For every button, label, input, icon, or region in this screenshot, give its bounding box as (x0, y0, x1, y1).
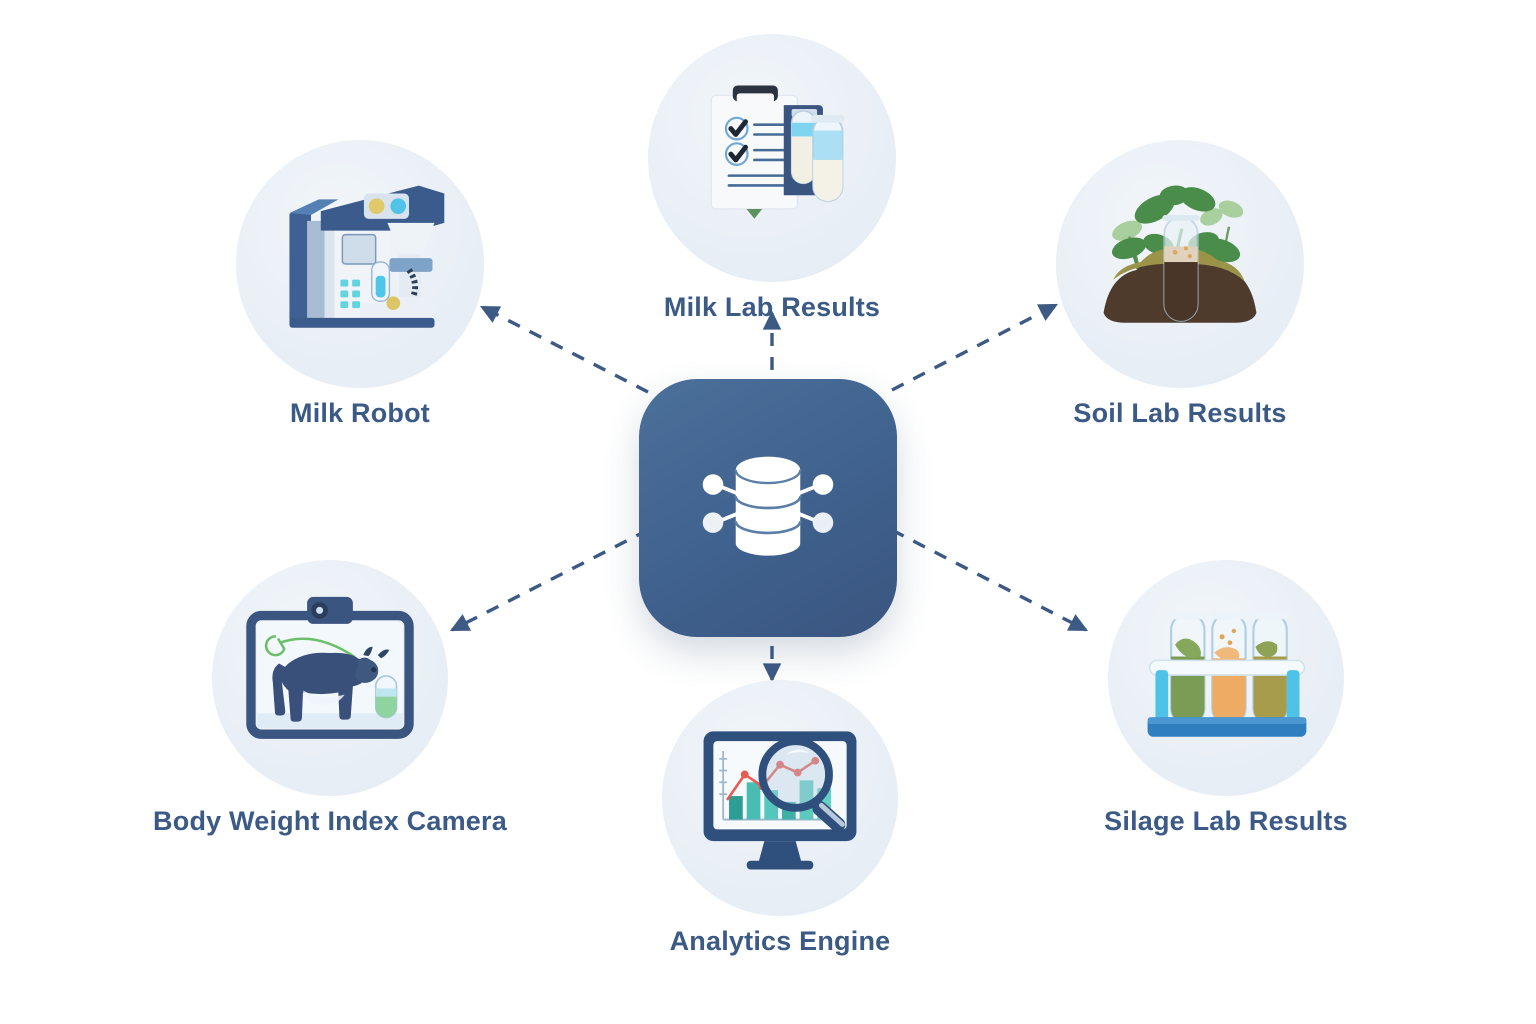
silage-lab-results-circle (1108, 560, 1344, 796)
node-milk-lab-results[interactable]: Milk Lab Results (562, 34, 982, 323)
node-milk-robot[interactable]: Milk Robot (150, 140, 570, 429)
test-tube-rack-icon (1147, 611, 1307, 737)
node-label-milk-robot: Milk Robot (290, 398, 430, 428)
milk-lab-results-circle (648, 34, 896, 282)
analytics-engine-circle (662, 680, 898, 916)
soil-plants-test-tube-icon (1103, 185, 1257, 323)
node-label-soil-lab-results: Soil Lab Results (1073, 398, 1287, 428)
node-label-milk-lab-results: Milk Lab Results (663, 292, 881, 322)
milk-robot-icon (289, 185, 445, 328)
central-database-node[interactable] (639, 379, 897, 637)
cow-camera-icon (246, 596, 414, 739)
node-label-silage-lab-results: Silage Lab Results (1104, 806, 1348, 836)
node-body-weight-index-camera[interactable]: Body Weight Index Camera (120, 560, 540, 837)
clipboard-test-tubes-icon (710, 85, 845, 219)
monitor-chart-magnifier-icon (703, 731, 857, 870)
soil-lab-results-circle (1056, 140, 1304, 388)
node-silage-lab-results[interactable]: Silage Lab Results (1016, 560, 1436, 837)
database-icon (702, 456, 834, 556)
node-analytics-engine[interactable]: Analytics Engine (570, 680, 990, 957)
node-soil-lab-results[interactable]: Soil Lab Results (970, 140, 1390, 429)
milk-robot-circle (236, 140, 484, 388)
node-label-body-weight-index-camera: Body Weight Index Camera (153, 806, 507, 836)
body-weight-index-camera-circle (212, 560, 448, 796)
node-label-analytics-engine: Analytics Engine (669, 926, 891, 956)
